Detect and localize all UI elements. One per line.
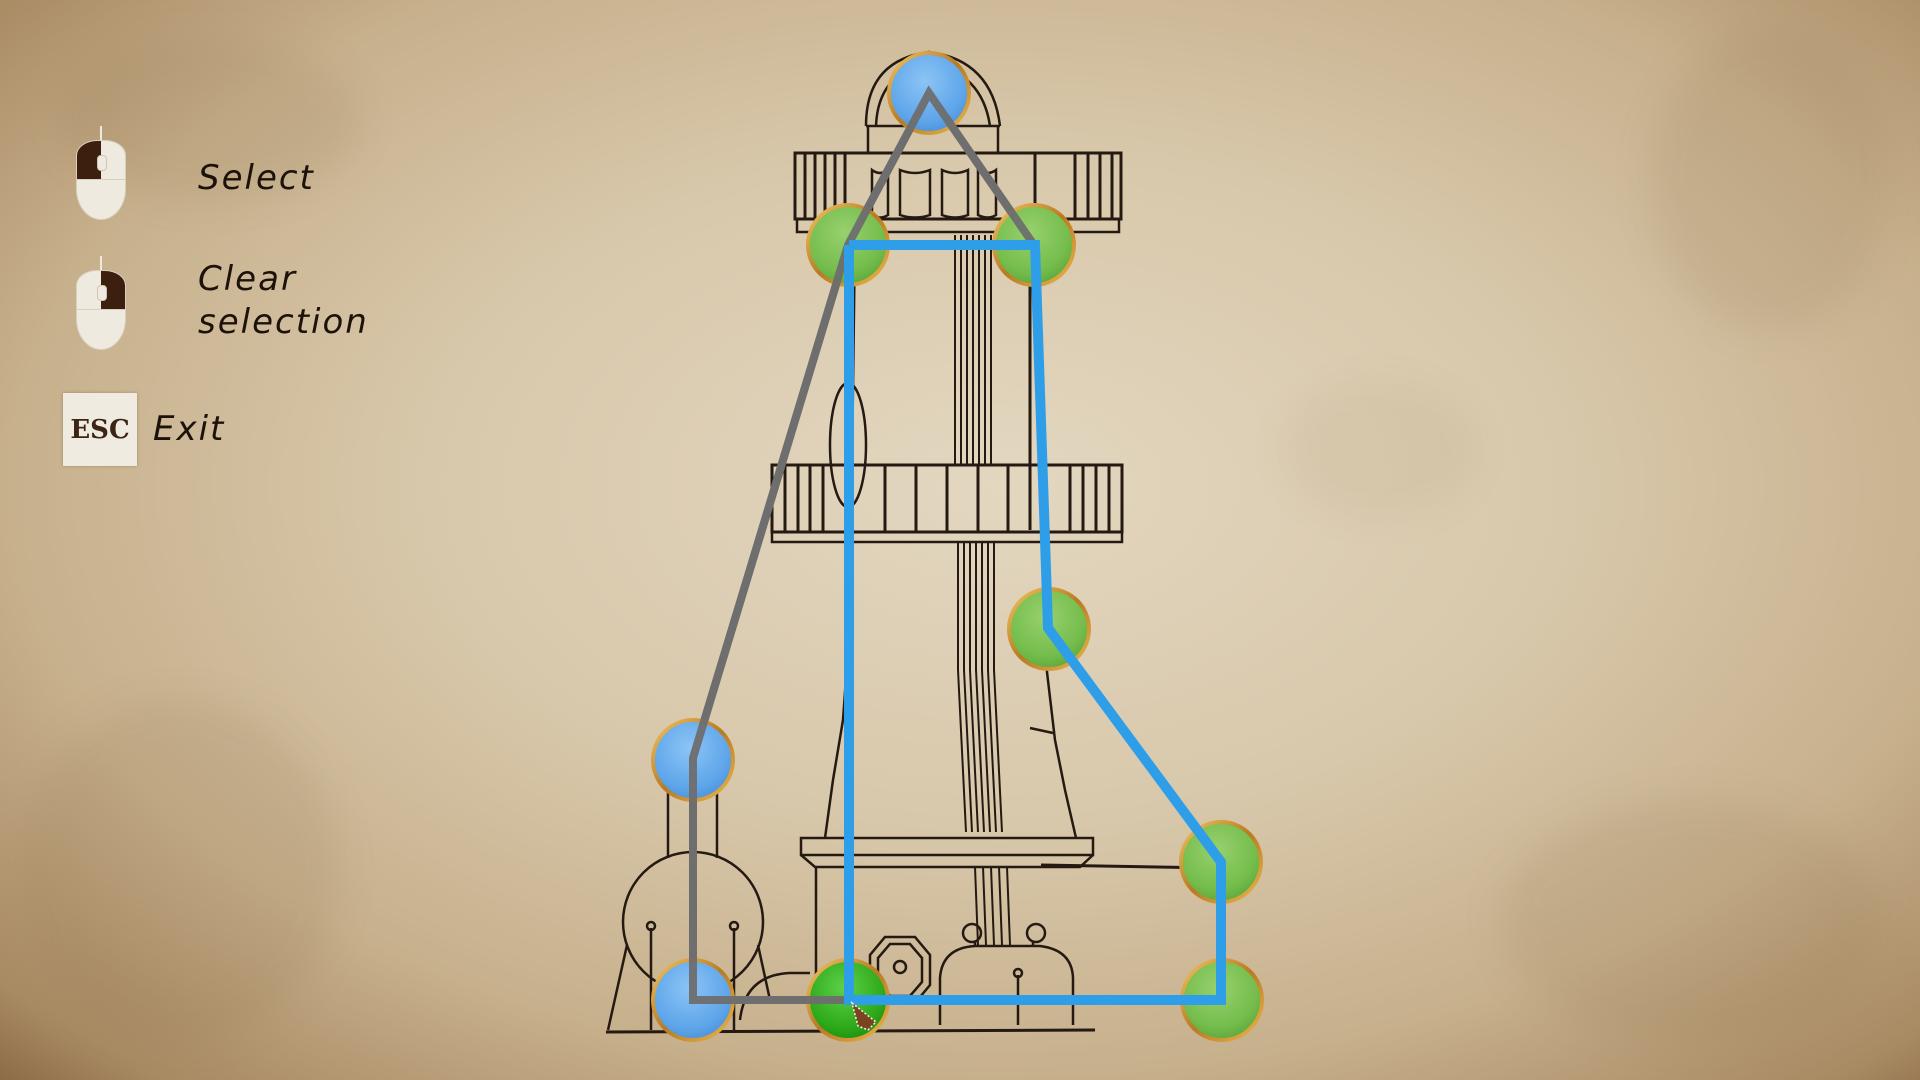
mouse-left-click-icon	[76, 126, 126, 220]
lighthouse-drawing	[605, 50, 1216, 1034]
cursor-pointer-icon	[850, 1001, 878, 1031]
legend-clear-selection: Clear selection	[76, 256, 369, 350]
parchment-stain	[1500, 800, 1880, 1040]
esc-key-icon: ESC	[63, 393, 137, 466]
parchment-stain	[1650, 30, 1890, 330]
legend-exit: ESC Exit	[63, 393, 225, 466]
legend-clear-label-line1: Clear	[198, 259, 297, 299]
legend-select-label: Select	[198, 157, 315, 198]
mouse-right-click-icon	[76, 256, 126, 350]
grey-path-overlay	[689, 85, 1038, 1004]
legend-exit-label: Exit	[153, 409, 226, 449]
parchment-stain	[20, 700, 340, 1040]
parchment-stain	[1280, 380, 1480, 520]
legend-select: Select	[76, 126, 315, 220]
blue-path	[844, 240, 1226, 1005]
legend-clear-label-line2: selection	[198, 302, 369, 342]
